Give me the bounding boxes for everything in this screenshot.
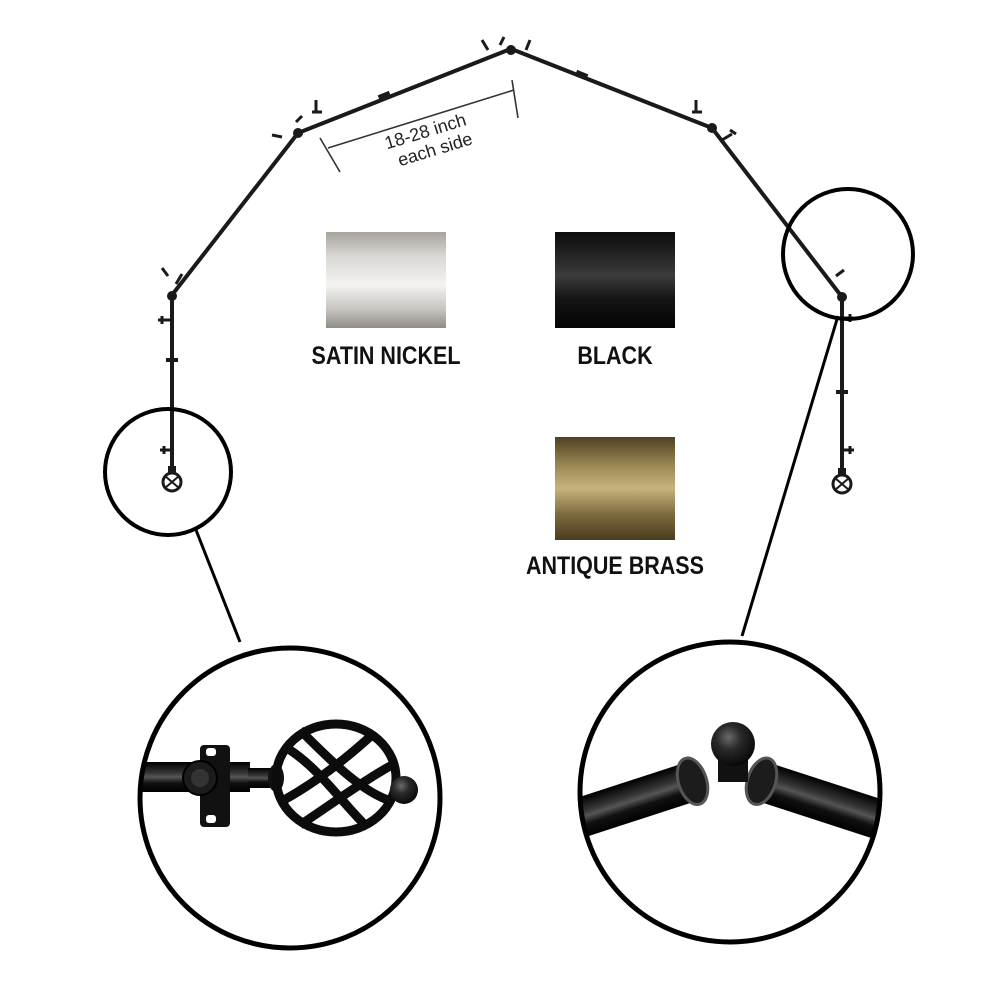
rod-segment-right [710,126,844,299]
finial-small-right [831,468,853,495]
swatch-label-black: BLACK [577,342,653,370]
rod-joints [166,45,848,394]
leader-line-right [740,315,840,637]
rod-joint [293,128,303,138]
rod-segment-top-left [296,48,510,135]
bracket-icon [692,100,702,114]
rod-collar [166,358,178,362]
measurement-bracket [319,79,519,173]
swatch-black [555,232,675,328]
rod-collar [575,69,589,79]
rod-collar [377,90,391,100]
bracket-icon [480,36,532,51]
zoom-circle-joint [577,639,883,945]
rod-segment-top-right [512,48,714,130]
bracket-icon [721,128,737,142]
rod-joint [707,123,717,133]
swatch-satin-nickel [326,232,446,328]
swatch-label-satin-nickel: SATIN NICKEL [311,342,461,370]
highlight-circle-finial [103,407,233,537]
rod-joint [167,291,177,301]
bracket-icon [160,267,184,285]
swatch-label-antique-brass: ANTIQUE BRASS [526,552,704,580]
bracket-icon [158,316,172,324]
measurement-text: 18-28 inch each side [382,110,475,171]
bracket-icon [160,446,172,454]
zoom-circle-finial [137,645,443,951]
curtain-rod-outline [170,48,844,472]
bracket-icon [835,268,845,278]
leader-line-left [194,529,242,643]
rod-joint [837,292,847,302]
rod-joint [506,45,516,55]
bracket-icon [271,114,304,139]
bracket-icon [842,446,854,454]
rod-collar [836,390,848,394]
highlight-circle-joint [781,187,915,321]
rod-brackets [158,36,854,454]
rod-segment-left [170,131,300,297]
bracket-icon [312,100,322,114]
finial-small-left [161,466,183,493]
swatch-antique-brass [555,437,675,540]
